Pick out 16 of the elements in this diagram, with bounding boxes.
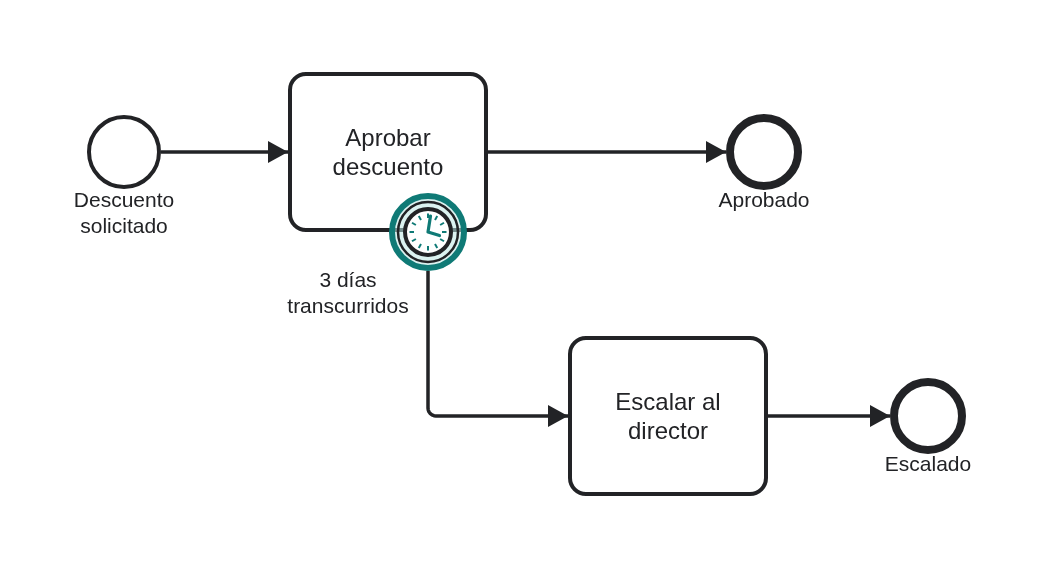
event-label: 3 días transcurridos: [286, 267, 410, 319]
event-label: Descuento solicitado: [72, 187, 176, 239]
sequence-flow-arrow: [488, 141, 726, 163]
task-label: Aprobar descuento: [331, 123, 445, 181]
task-label: Escalar al director: [614, 387, 722, 445]
sequence-flow-arrow: [426, 271, 568, 427]
sequence-flow-arrow: [768, 405, 890, 427]
task-box: [288, 72, 488, 232]
start-event-circle: [87, 115, 161, 189]
event-label: Aprobado: [718, 187, 810, 213]
task-box: [568, 336, 768, 496]
event-label: Escalado: [884, 451, 972, 477]
end-event-circle: [726, 114, 802, 190]
end-event-circle: [890, 378, 966, 454]
sequence-flow-arrow: [161, 141, 288, 163]
timer-event: [389, 193, 467, 271]
